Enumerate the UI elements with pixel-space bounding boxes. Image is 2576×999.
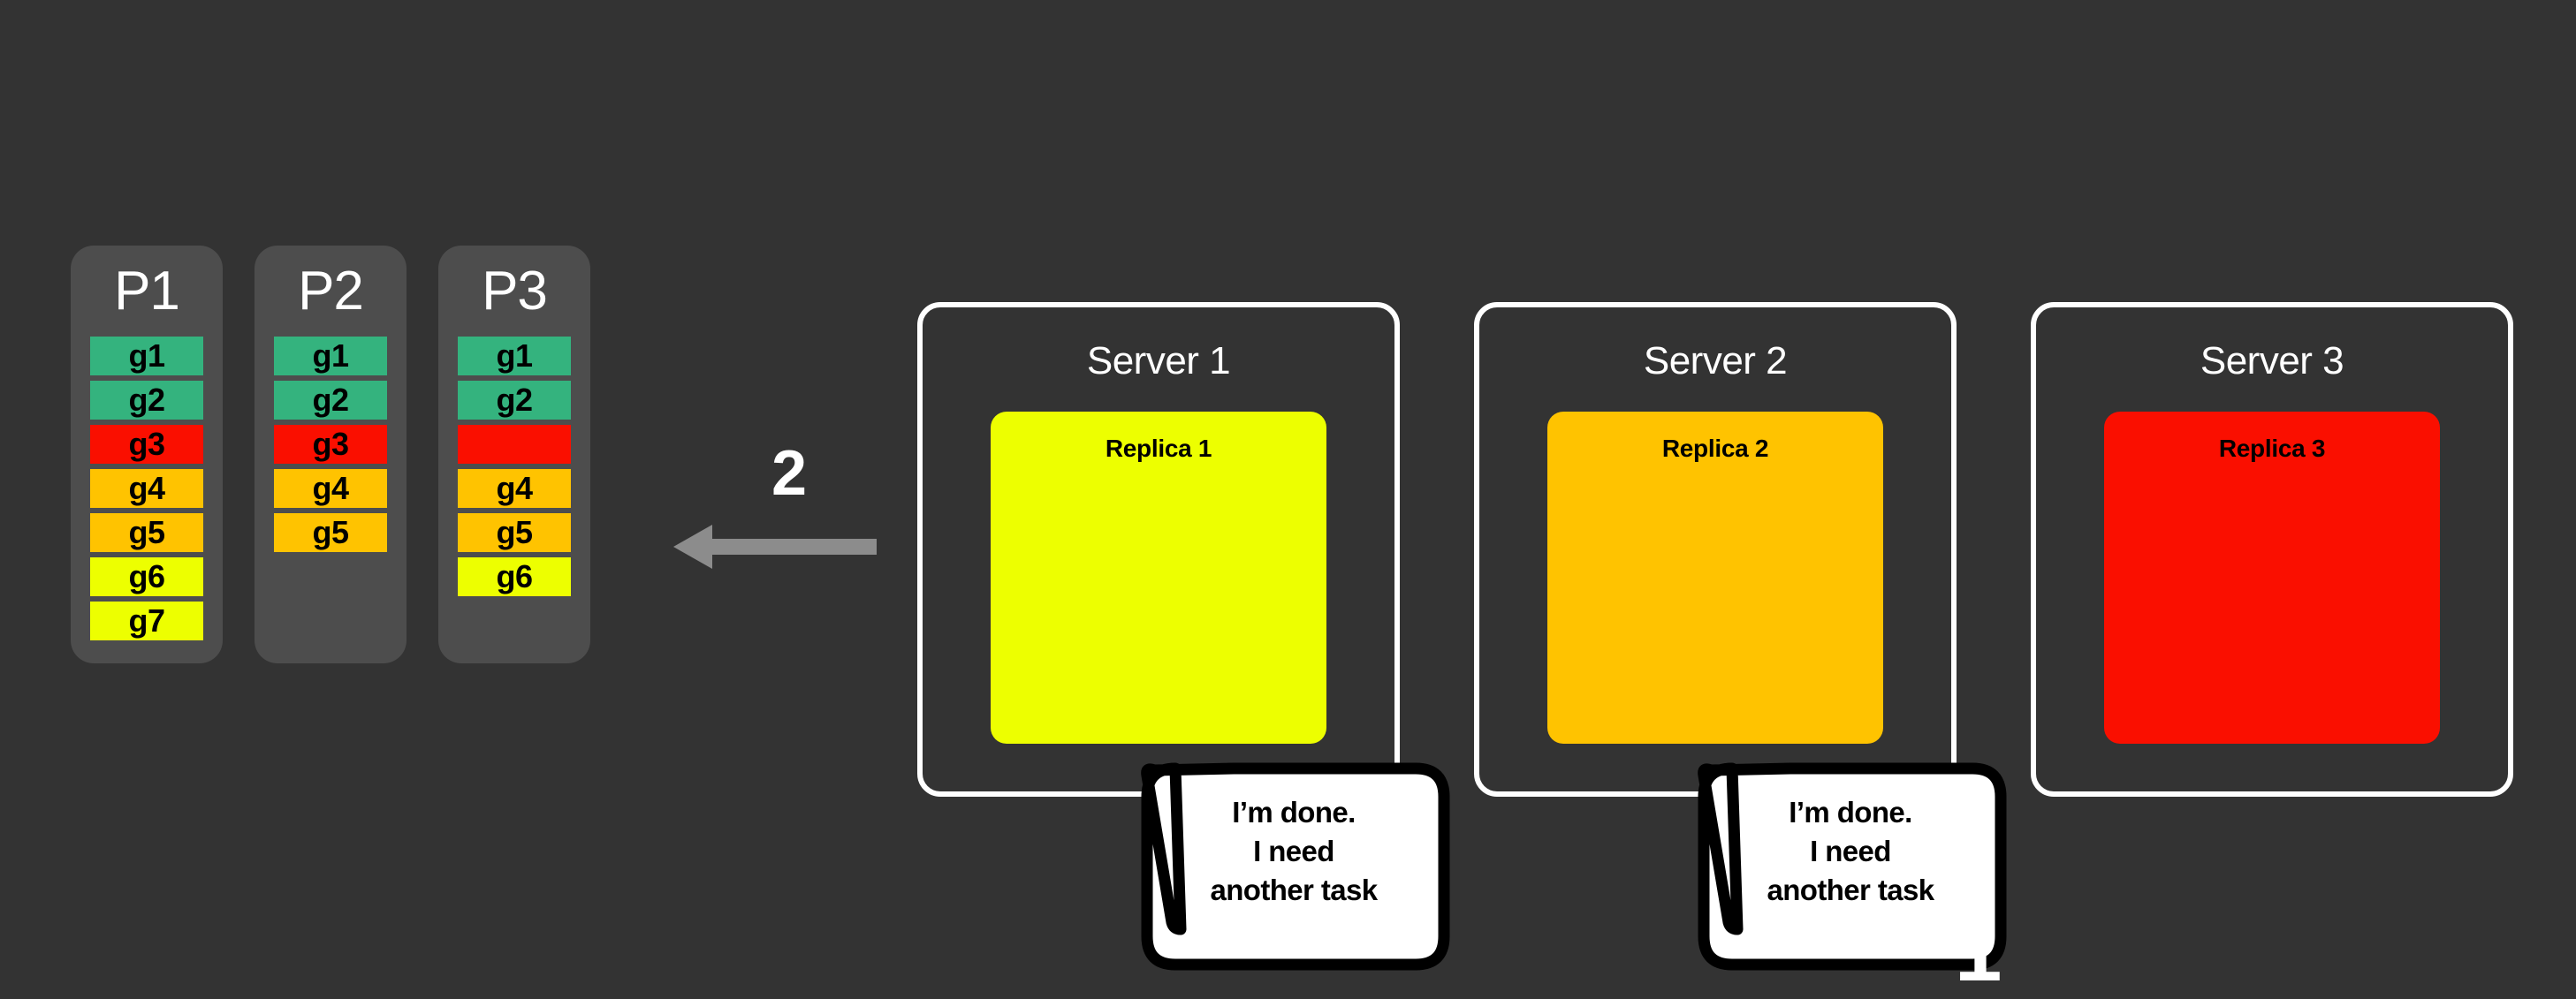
task-cell[interactable]: g1 — [458, 337, 571, 376]
replica-3-label: Replica 3 — [2218, 435, 2326, 462]
task-cell-label: g7 — [128, 602, 165, 640]
partition-p2-cells: g1 g2 g3 g4 g5 — [255, 337, 407, 553]
task-cell-label: g6 — [128, 558, 165, 595]
partition-p3[interactable]: P3 g1 g2 g4 g5 g6 — [438, 246, 590, 664]
task-cell[interactable]: g1 — [274, 337, 387, 376]
server-1-title: Server 1 — [1086, 339, 1231, 382]
partition-p3-label: P3 — [482, 261, 548, 322]
partition-p2-label: P2 — [298, 261, 364, 322]
partition-p1-cells: g1 g2 g3 g4 g5 g6 g7 — [71, 337, 223, 641]
task-cell-label: g5 — [128, 514, 165, 551]
task-cell[interactable]: g4 — [458, 469, 571, 509]
server-2[interactable]: Server 2 Replica 2 — [1474, 302, 1957, 797]
task-cell-label: g5 — [496, 514, 533, 551]
server-1[interactable]: Server 1 Replica 1 — [917, 302, 1400, 797]
server-3-title: Server 3 — [2200, 339, 2344, 382]
partition-p3-cells: g1 g2 g4 g5 g6 — [438, 337, 590, 597]
bubble-line-3: another task — [1210, 873, 1378, 906]
task-cell-label: g3 — [128, 426, 165, 463]
partition-p1[interactable]: P1 g1 g2 g3 g4 g5 g6 g7 — [71, 246, 223, 664]
task-cell[interactable]: g2 — [274, 381, 387, 420]
speech-bubble-text: I’m done. I need another task — [1135, 793, 1453, 910]
bubble-line-3: another task — [1767, 873, 1934, 906]
step-1-label: 1 — [1955, 904, 2002, 999]
task-cell-label: g4 — [128, 470, 165, 507]
server-2-title: Server 2 — [1643, 339, 1788, 382]
task-cell[interactable]: g7 — [90, 602, 203, 641]
task-cell[interactable]: g3 — [274, 425, 387, 465]
bubble-line-2: I need — [1253, 834, 1334, 867]
task-cell[interactable]: g1 — [90, 337, 203, 376]
step-2-label: 2 — [771, 438, 807, 509]
task-cell[interactable]: g2 — [458, 381, 571, 420]
arrow-left-icon — [673, 525, 877, 569]
task-cell[interactable]: g5 — [458, 513, 571, 553]
replica-3[interactable]: Replica 3 — [2104, 412, 2440, 744]
task-cell-label: g4 — [312, 470, 349, 507]
task-cell-label: g1 — [128, 337, 165, 375]
task-cell[interactable]: g4 — [90, 469, 203, 509]
step-2-group: 2 — [673, 442, 903, 583]
partition-list: P1 g1 g2 g3 g4 g5 g6 g7 P2 g1 g2 g3 g4 g… — [71, 246, 590, 664]
task-cell[interactable]: g3 — [90, 425, 203, 465]
replica-1[interactable]: Replica 1 — [991, 412, 1326, 744]
partition-p1-label: P1 — [114, 261, 180, 322]
task-cell[interactable] — [458, 425, 571, 465]
task-cell[interactable]: g5 — [90, 513, 203, 553]
speech-bubble-text: I’m done. I need another task — [1691, 793, 2010, 910]
replica-1-label: Replica 1 — [1105, 435, 1212, 462]
bubble-line-2: I need — [1810, 834, 1891, 867]
task-cell-label: g1 — [496, 337, 533, 375]
task-cell-label: g5 — [312, 514, 349, 551]
task-cell[interactable]: g6 — [458, 557, 571, 597]
task-cell[interactable]: g6 — [90, 557, 203, 597]
task-cell-label: g6 — [496, 558, 533, 595]
task-cell[interactable]: g5 — [274, 513, 387, 553]
server-3[interactable]: Server 3 Replica 3 — [2031, 302, 2513, 797]
task-cell-label: g2 — [312, 382, 349, 419]
partition-p2[interactable]: P2 g1 g2 g3 g4 g5 — [255, 246, 407, 664]
task-cell[interactable]: g2 — [90, 381, 203, 420]
task-cell-label: g4 — [496, 470, 533, 507]
bubble-line-1: I’m done. — [1232, 796, 1356, 829]
task-cell-label: g2 — [496, 382, 533, 419]
replica-2-label: Replica 2 — [1661, 435, 1769, 462]
bubble-line-1: I’m done. — [1789, 796, 1912, 829]
task-cell-label: g3 — [312, 426, 349, 463]
task-cell[interactable]: g4 — [274, 469, 387, 509]
replica-2[interactable]: Replica 2 — [1547, 412, 1883, 744]
task-cell-label: g2 — [128, 382, 165, 419]
task-cell-label: g1 — [312, 337, 349, 375]
server-list: Server 1 Replica 1 Server 2 Replica 2 Se… — [917, 302, 2513, 797]
